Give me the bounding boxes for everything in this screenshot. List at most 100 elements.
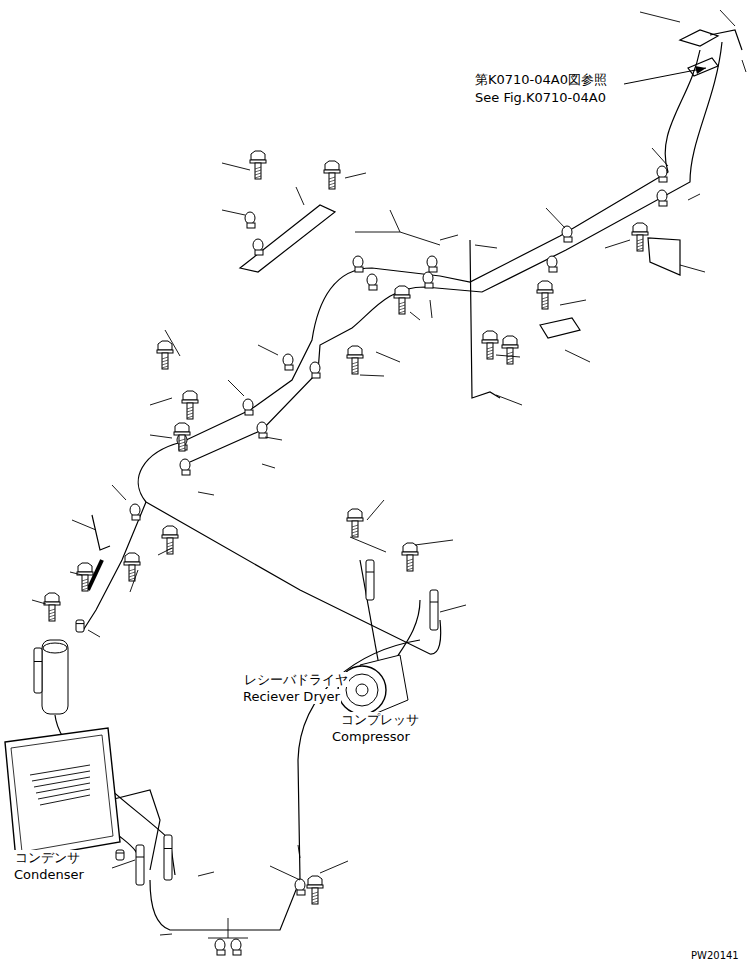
leader-line: [360, 375, 384, 376]
thread-mark: [352, 368, 358, 370]
clamp-ring: [562, 226, 572, 238]
thread-mark: [162, 366, 168, 368]
thread-mark: [399, 302, 405, 304]
clamp-ring: [310, 362, 320, 374]
leader-line: [165, 330, 180, 356]
fitting-band: [430, 602, 438, 603]
leader-line: [496, 355, 520, 357]
bolt-thread: [167, 538, 173, 554]
clamp-ring: [253, 239, 263, 251]
bolt: [347, 509, 363, 537]
clamp-tab: [659, 177, 667, 182]
bolt: [44, 593, 60, 621]
bolt-thread: [129, 565, 135, 581]
thread-mark: [162, 363, 168, 365]
thread-mark: [255, 167, 261, 169]
thread-mark: [507, 361, 513, 363]
bolt-head: [308, 876, 322, 885]
leader-line: [262, 464, 275, 468]
clamp-ring: [257, 422, 267, 434]
leader-line: [158, 548, 172, 555]
valve-body: [680, 30, 718, 46]
clamp-ring: [547, 256, 557, 268]
thread-mark: [487, 347, 493, 349]
thread-mark: [507, 352, 513, 354]
condenser-fin: [30, 765, 90, 775]
hose-clamp: [177, 434, 187, 450]
clamp-tab: [425, 283, 433, 288]
bolt: [537, 281, 553, 309]
bolt: [502, 336, 518, 364]
leader-line: [320, 861, 348, 873]
part-name: Condenser: [13, 867, 85, 882]
bolt-head: [78, 563, 92, 572]
thread-mark: [407, 565, 413, 567]
fitting-band: [136, 857, 144, 858]
thread-mark: [399, 311, 405, 313]
leader-line: [680, 265, 705, 272]
leader-line: [376, 352, 400, 362]
clamp-ring: [353, 256, 363, 268]
hose-clamp: [547, 256, 557, 272]
refrigerant-hose: [360, 560, 378, 660]
clamp-ring: [657, 190, 667, 202]
hose-clamp: [257, 422, 267, 438]
bolt: [632, 223, 648, 251]
clamp-tab: [549, 267, 557, 272]
condenser-fin: [36, 783, 90, 793]
clamp-tab: [297, 890, 305, 895]
fitting-body: [34, 648, 42, 693]
thread-mark: [82, 582, 88, 584]
thread-mark: [129, 575, 135, 577]
hose-clamp: [245, 212, 255, 228]
clamp-tab: [233, 950, 241, 955]
leader-line: [475, 245, 497, 248]
leader-line: [355, 232, 400, 233]
bolt-head: [395, 286, 409, 295]
leader-line: [410, 312, 420, 320]
hose-fitting: [164, 835, 172, 880]
leader-line: [112, 860, 135, 868]
fitting-band: [116, 853, 124, 854]
part-name: Compressor: [331, 729, 411, 744]
thread-mark: [637, 239, 643, 241]
hose-clamp: [130, 504, 140, 520]
bolt: [324, 161, 340, 189]
leader-line: [296, 187, 304, 205]
thread-mark: [162, 357, 168, 359]
thread-mark: [162, 360, 168, 362]
bolt-thread: [352, 358, 358, 374]
bolt-thread: [487, 343, 493, 359]
bolt-thread: [82, 575, 88, 591]
leader-line: [688, 194, 700, 200]
clamp-tab: [355, 267, 363, 272]
reference-arrow: [624, 68, 706, 84]
bolt-head: [348, 346, 362, 355]
thread-mark: [49, 609, 55, 611]
clamp-ring: [231, 939, 241, 951]
bolt: [250, 151, 266, 179]
leader-line: [265, 437, 282, 440]
mounting-bracket: [470, 240, 500, 398]
fitting-body: [430, 590, 438, 630]
bolt-thread: [407, 555, 413, 571]
thread-mark: [637, 242, 643, 244]
part-name: Reciever Dryer: [242, 689, 341, 704]
hose-clamp: [657, 166, 667, 182]
leader-line: [565, 350, 590, 362]
bolt-head: [325, 161, 339, 170]
fitting-body: [76, 620, 84, 632]
leader-line: [198, 872, 214, 876]
thread-mark: [312, 898, 318, 900]
hose-clamp: [215, 939, 225, 955]
leader-line: [415, 540, 453, 545]
bolt: [77, 563, 93, 591]
fitting-body: [366, 560, 374, 600]
leader-line: [742, 60, 746, 72]
refrigerant-hose: [146, 502, 441, 654]
bolt-head: [251, 151, 265, 160]
thread-mark: [82, 585, 88, 587]
hose-clamp: [367, 274, 377, 290]
bolt-head: [483, 331, 497, 340]
